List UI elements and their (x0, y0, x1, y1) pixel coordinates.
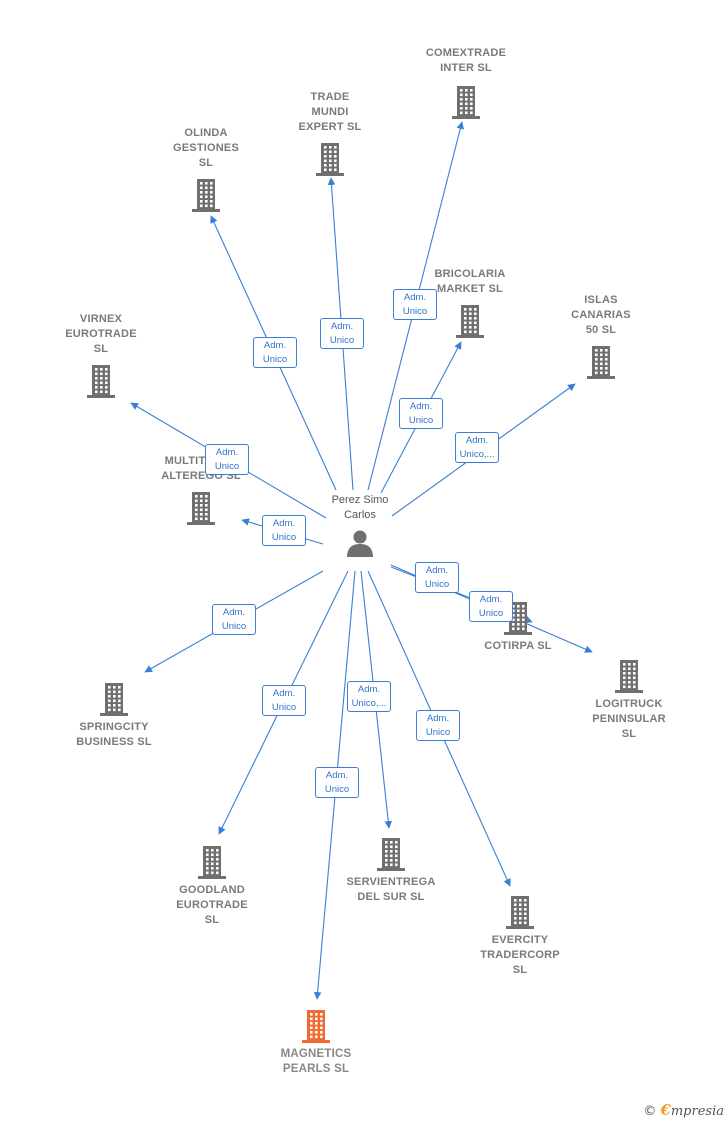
building-icon (316, 143, 344, 176)
relation-badge-trade-mundi[interactable]: Adm. Unico (320, 318, 364, 349)
building-icon (198, 846, 226, 879)
company-name: ISLAS CANARIAS 50 SL (571, 294, 631, 336)
company-node-olinda[interactable]: OLINDA GESTIONES SL (136, 126, 276, 171)
company-name: MULTITRADE ALTEREGO SL (161, 455, 241, 482)
building-icon (506, 896, 534, 929)
relation-badge-magnetics[interactable]: Adm. Unico (315, 767, 359, 798)
building-icon (100, 683, 128, 716)
company-node-goodland[interactable]: GOODLAND EUROTRADE SL (142, 883, 282, 928)
brand-logo: ©€mpresia (643, 1101, 724, 1119)
company-node-springcity[interactable]: SPRINGCITY BUSINESS SL (44, 720, 184, 750)
relation-badge-bricolaria[interactable]: Adm. Unico (399, 398, 443, 429)
company-icon-wrap-goodland[interactable] (197, 845, 227, 884)
building-icon (192, 179, 220, 212)
company-icon-wrap-logitruck[interactable] (614, 659, 644, 698)
company-name: VIRNEX EUROTRADE SL (65, 313, 137, 355)
company-name: BRICOLARIA MARKET SL (434, 268, 506, 295)
copyright-symbol: © (643, 1104, 657, 1119)
relation-badge-comextrade[interactable]: Adm. Unico (393, 289, 437, 320)
company-node-islas-canarias[interactable]: ISLAS CANARIAS 50 SL (531, 293, 671, 338)
relation-badge-virnex[interactable]: Adm. Unico (205, 444, 249, 475)
company-icon-wrap-islas-canarias[interactable] (586, 345, 616, 384)
company-node-virnex[interactable]: VIRNEX EUROTRADE SL (31, 312, 171, 357)
building-icon (87, 365, 115, 398)
company-name: COMEXTRADE INTER SL (425, 47, 507, 74)
relation-badge-springcity[interactable]: Adm. Unico (212, 604, 256, 635)
building-icon (587, 346, 615, 379)
company-name: MAGNETICS PEARLS SL (280, 1048, 352, 1075)
company-node-multitrade[interactable]: MULTITRADE ALTEREGO SL (131, 454, 271, 484)
company-icon-wrap-trade-mundi[interactable] (315, 142, 345, 181)
building-icon (302, 1010, 330, 1043)
company-icon-wrap-servientrega[interactable] (376, 837, 406, 876)
company-icon-wrap-bricolaria[interactable] (455, 304, 485, 343)
company-name: GOODLAND EUROTRADE SL (176, 884, 248, 926)
relation-badge-multitrade[interactable]: Adm. Unico (262, 515, 306, 546)
relation-badge-olinda[interactable]: Adm. Unico (253, 337, 297, 368)
company-name: EVERCITY TRADERCORP SL (480, 934, 560, 976)
company-icon-wrap-olinda[interactable] (191, 178, 221, 217)
company-node-trade-mundi[interactable]: TRADE MUNDI EXPERT SL (260, 90, 400, 135)
company-name: TRADE MUNDI EXPERT SL (298, 91, 362, 133)
person-name: Perez Simo Carlos (331, 494, 389, 521)
company-icon-wrap-cotirpa[interactable] (503, 601, 533, 640)
person-icon (347, 530, 373, 557)
company-icon-wrap-magnetics[interactable] (301, 1009, 331, 1048)
relation-badge-cotirpa[interactable]: Adm. Unico (415, 562, 459, 593)
building-icon (504, 602, 532, 635)
company-icon-wrap-multitrade[interactable] (186, 491, 216, 530)
company-node-logitruck[interactable]: LOGITRUCK PENINSULAR SL (559, 697, 699, 742)
relation-badge-logitruck[interactable]: Adm. Unico (469, 591, 513, 622)
company-name: OLINDA GESTIONES SL (173, 127, 239, 169)
company-name: SPRINGCITY BUSINESS SL (76, 721, 152, 748)
company-name: LOGITRUCK PENINSULAR SL (592, 698, 666, 740)
building-icon (452, 86, 480, 119)
relation-badge-goodland[interactable]: Adm. Unico (262, 685, 306, 716)
brand-initial: € (660, 1101, 671, 1119)
company-name: SERVIENTREGA DEL SUR SL (346, 876, 436, 903)
company-node-comextrade[interactable]: COMEXTRADE INTER SL (396, 46, 536, 76)
brand-name: mpresia (670, 1104, 724, 1119)
company-node-bricolaria[interactable]: BRICOLARIA MARKET SL (400, 267, 540, 297)
company-node-servientrega[interactable]: SERVIENTREGA DEL SUR SL (321, 875, 461, 905)
company-icon-wrap-springcity[interactable] (99, 682, 129, 721)
building-icon (377, 838, 405, 871)
building-icon (615, 660, 643, 693)
relation-badge-evercity[interactable]: Adm. Unico (416, 710, 460, 741)
company-icon-wrap-evercity[interactable] (505, 895, 535, 934)
building-icon (187, 492, 215, 525)
relation-badge-islas-canarias[interactable]: Adm. Unico,... (455, 432, 499, 463)
building-icon (456, 305, 484, 338)
relation-badge-servientrega[interactable]: Adm. Unico,... (347, 681, 391, 712)
person-node[interactable]: Perez Simo Carlos (305, 493, 415, 558)
company-icon-wrap-comextrade[interactable] (451, 85, 481, 124)
company-node-magnetics[interactable]: MAGNETICS PEARLS SL (246, 1047, 386, 1077)
company-name: COTIRPA SL (484, 640, 552, 652)
company-node-cotirpa[interactable]: COTIRPA SL (448, 639, 588, 654)
company-icon-wrap-virnex[interactable] (86, 364, 116, 403)
company-node-evercity[interactable]: EVERCITY TRADERCORP SL (450, 933, 590, 978)
